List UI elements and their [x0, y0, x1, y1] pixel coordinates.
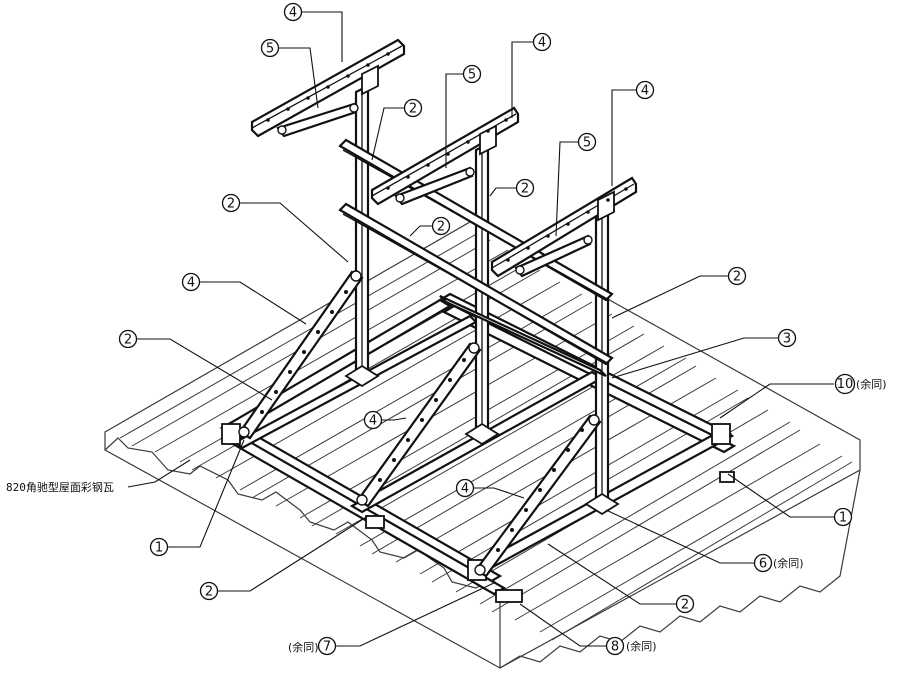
callout-num: 5: [266, 42, 274, 57]
diagonal-braces: [238, 270, 602, 578]
callout-num: 8: [611, 640, 619, 655]
callout-c2b: 2: [515, 178, 535, 198]
callout-num: 2: [521, 182, 529, 197]
callout-c4d: 4: [181, 272, 201, 292]
callout-c2e: 2: [727, 266, 747, 286]
callout-num: 1: [155, 541, 163, 556]
callout-note: (余同): [288, 640, 319, 654]
callout-num: 2: [124, 333, 132, 348]
post-right-foot: [584, 492, 620, 516]
callout-c2h: 2: [675, 594, 695, 614]
callout-c2g: 2: [199, 581, 219, 601]
purlin-slots: [266, 52, 628, 262]
callout-c10: 10 (余同): [834, 373, 887, 395]
base-mid-beam: [439, 295, 607, 377]
top-purlin-b: [370, 106, 520, 206]
callout-c5c: 5: [577, 132, 597, 152]
callout-c2f: 2: [118, 329, 138, 349]
callout-num: 2: [681, 598, 689, 613]
callout-c2d: 2: [431, 216, 451, 236]
callout-c4b: 4: [532, 32, 552, 52]
callout-num: 10: [837, 377, 854, 392]
brace-right: [474, 414, 602, 578]
callout-num: 2: [409, 102, 417, 117]
purlin-b-head: [479, 124, 497, 156]
purlin-a-head: [361, 64, 379, 96]
callout-num: 4: [461, 482, 469, 497]
roof-front-profile: [104, 437, 501, 668]
callout-c4c: 4: [635, 80, 655, 100]
callout-note: (余同): [773, 556, 804, 570]
base-end-clamp-1: [221, 423, 241, 445]
purlin-c-head: [597, 190, 615, 222]
top-purlins: [250, 38, 638, 278]
callout-note: (余同): [626, 639, 657, 653]
base-rail-left-lower: [223, 432, 507, 596]
callout-c2a: 2: [403, 98, 423, 118]
brace-slots: [260, 290, 584, 552]
callout-num: 7: [323, 640, 331, 655]
callout-c4f: 4: [455, 478, 475, 498]
callout-note: (余同): [856, 377, 887, 391]
callout-num: 6: [759, 557, 767, 572]
base-end-clamp-2: [711, 423, 731, 445]
callout-c1b: 1: [833, 507, 853, 527]
callout-num: 5: [583, 136, 591, 151]
callout-num: 2: [733, 270, 741, 285]
callout-num: 2: [205, 585, 213, 600]
callout-num: 3: [783, 332, 791, 347]
callout-num: 4: [641, 84, 649, 99]
callout-num: 5: [468, 68, 476, 83]
callout-c8: 8 (余同): [605, 636, 657, 656]
base-end-clamp-5: [365, 515, 385, 529]
post-left-foot: [344, 364, 380, 388]
callout-num: 1: [839, 511, 847, 526]
callout-num: 4: [369, 414, 377, 429]
callout-c7: (余同) 7: [288, 636, 337, 656]
callout-c6: 6 (余同): [753, 553, 804, 573]
callout-num: 2: [437, 220, 445, 235]
callout-c4e: 4: [363, 410, 383, 430]
post-middle-foot: [464, 422, 500, 446]
base-end-clamp-4: [495, 589, 523, 603]
callout-c4a: 4: [283, 2, 303, 22]
callout-num: 4: [187, 276, 195, 291]
leader-lines: [127, 11, 834, 647]
callout-c3: 3: [777, 328, 797, 348]
callout-num: 4: [289, 6, 297, 21]
callout-c5a: 5: [260, 38, 280, 58]
roof-right-profile: [499, 469, 861, 669]
callout-num: 4: [538, 36, 546, 51]
base-end-clamp-6: [719, 471, 735, 483]
callout-num: 2: [227, 197, 235, 212]
callout-c5b: 5: [462, 64, 482, 84]
callout-c1a: 1: [149, 537, 169, 557]
callout-c2c: 2: [221, 193, 241, 213]
roof-sheet-label: 820角驰型屋面彩钢瓦: [6, 480, 114, 494]
